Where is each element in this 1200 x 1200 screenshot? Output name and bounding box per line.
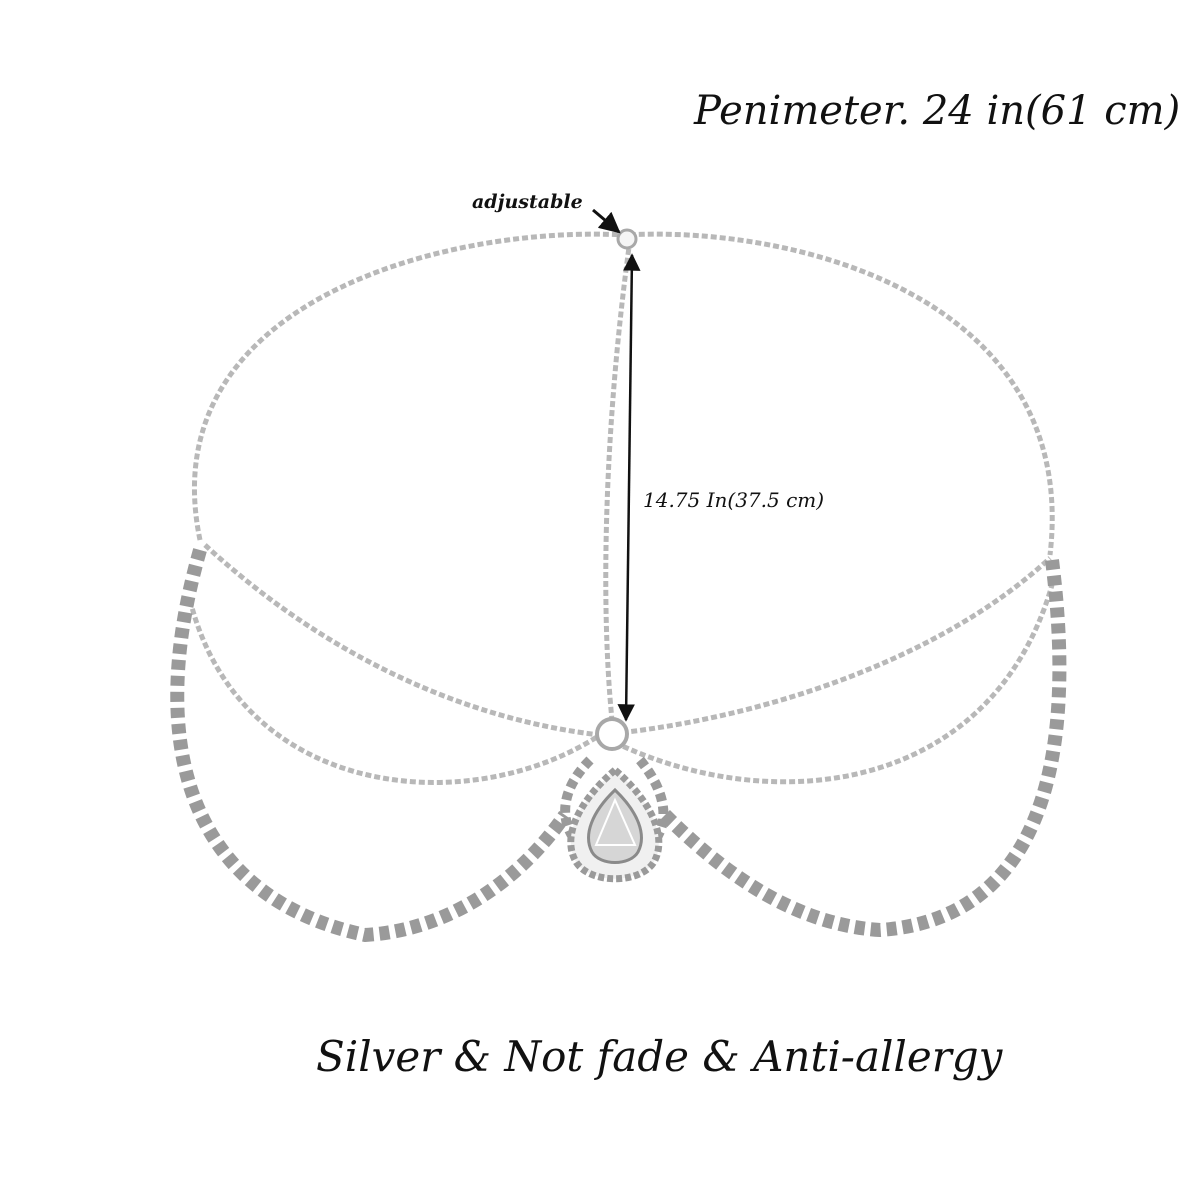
length-measurement-label: 14.75 In(37.5 cm)	[643, 488, 825, 512]
adjustable-pointer-arrow	[592, 208, 621, 234]
top-band-chain	[191, 231, 1055, 556]
center-ring	[595, 717, 629, 751]
features-caption: Silver & Not fade & Anti-allergy	[316, 1032, 1003, 1081]
left-rhinestone-chain	[170, 548, 571, 943]
perimeter-measurement-label: Penimeter. 24 in(61 cm)	[694, 88, 1181, 134]
adjustable-clasp	[616, 228, 638, 250]
right-pendant-rhinestone-strand	[636, 756, 669, 843]
middle-drape-chain	[187, 584, 1055, 785]
left-pendant-rhinestone-strand	[560, 756, 594, 843]
right-rhinestone-chain	[660, 559, 1067, 938]
crystal-facet	[594, 797, 637, 846]
adjustable-label: adjustable	[472, 191, 583, 213]
length-measurement-arrow	[617, 253, 641, 722]
